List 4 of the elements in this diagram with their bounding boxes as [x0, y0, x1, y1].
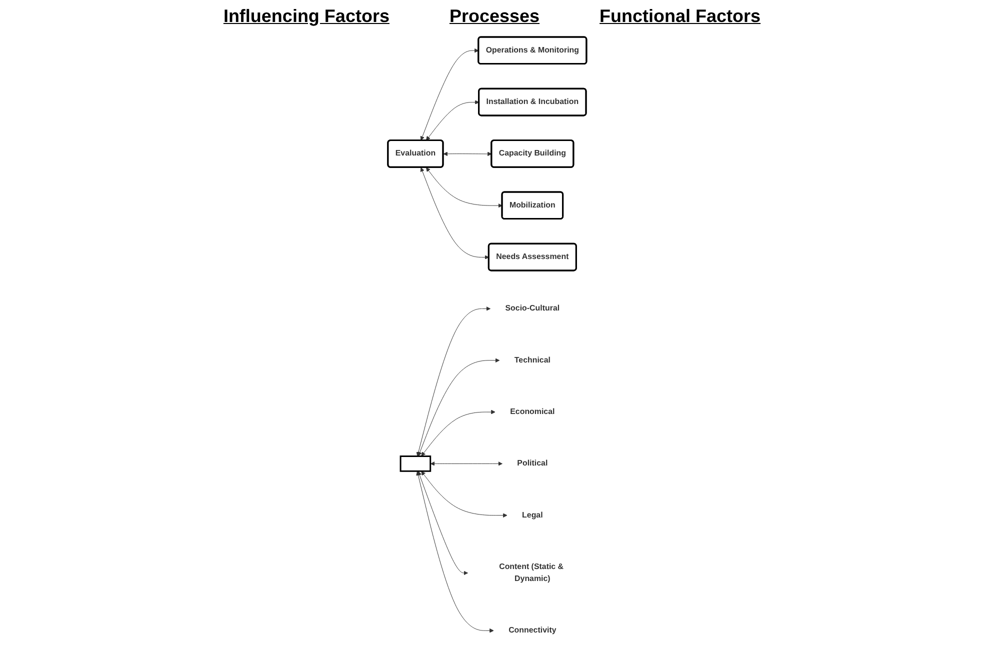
section-heading: Processes: [449, 6, 540, 27]
section-heading: Influencing Factors: [223, 6, 390, 27]
node-box: [399, 456, 431, 472]
section-heading: Functional Factors: [600, 6, 761, 27]
